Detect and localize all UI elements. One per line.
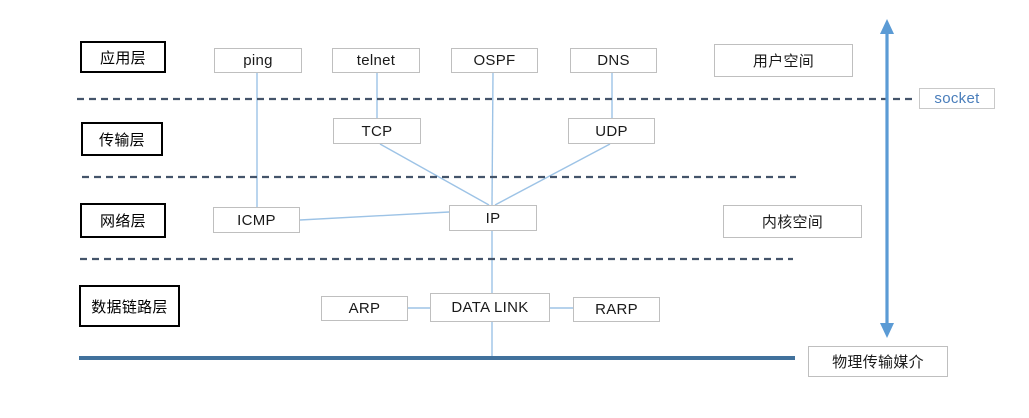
node-udp: UDP	[568, 118, 655, 144]
connector-tcp-ip	[379, 143, 490, 206]
node-rarp: RARP	[573, 297, 660, 322]
layer-label-datalink: 数据链路层	[79, 285, 180, 327]
node-user-space: 用户空间	[714, 44, 853, 77]
user-kernel-span-arrow-icon	[880, 19, 894, 338]
node-ip: IP	[449, 205, 537, 231]
node-ping: ping	[214, 48, 302, 73]
node-tcp: TCP	[333, 118, 421, 144]
layer-label-network: 网络层	[80, 203, 166, 238]
node-physical-medium: 物理传输媒介	[808, 346, 948, 377]
node-data-link: DATA LINK	[430, 293, 550, 322]
node-telnet: telnet	[332, 48, 420, 73]
node-ospf: OSPF	[451, 48, 538, 73]
connector-udp-ip	[494, 143, 611, 206]
node-socket: socket	[919, 88, 995, 109]
node-arp: ARP	[321, 296, 408, 321]
node-dns: DNS	[570, 48, 657, 73]
connector-icmp-ip	[299, 211, 450, 221]
layer-label-application: 应用层	[80, 41, 166, 73]
node-kernel-space: 内核空间	[723, 205, 862, 238]
layer-label-transport: 传输层	[81, 122, 163, 156]
node-icmp: ICMP	[213, 207, 300, 233]
connector-ospf-ip	[491, 72, 494, 206]
